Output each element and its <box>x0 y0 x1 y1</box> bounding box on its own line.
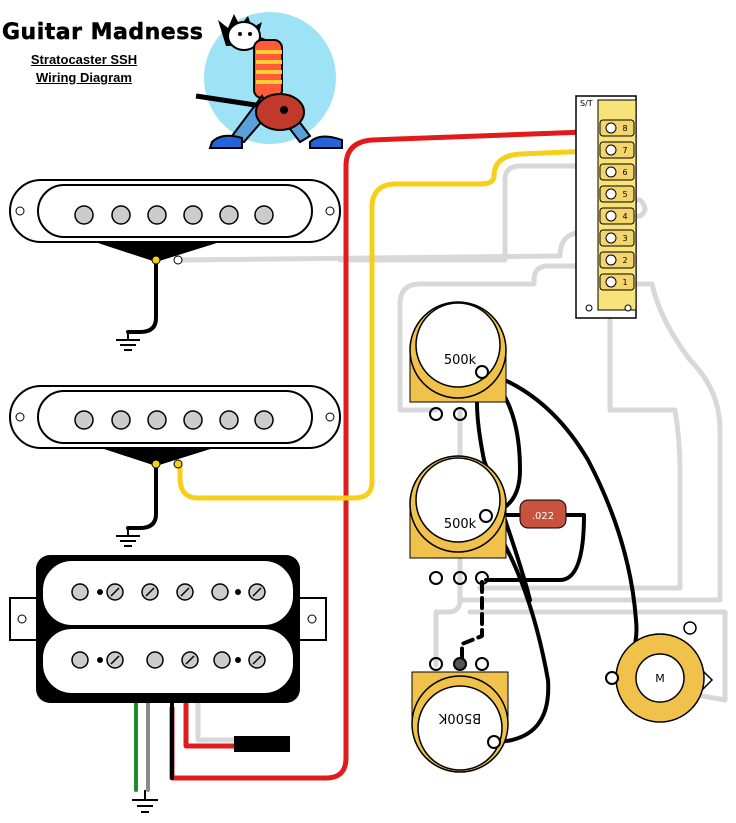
brand-logo-text: Guitar Madness <box>2 20 204 46</box>
pickup-middle <box>9 385 341 469</box>
switch-terminal-5 <box>599 185 635 203</box>
shoe-right <box>309 135 343 149</box>
tone-pot: 500k <box>409 455 507 585</box>
guitarist-mascot-illustration <box>195 12 343 149</box>
pickup-humbucker <box>9 555 327 703</box>
switch-terminal-6 <box>599 163 635 181</box>
ground-symbols <box>116 332 158 813</box>
switch-terminal-label: 7 <box>622 146 627 155</box>
switch-terminal-label: 6 <box>622 168 627 177</box>
shoe-left <box>208 134 243 149</box>
switch-lug-2 <box>605 254 617 266</box>
ground-symbol-humbucker <box>132 790 158 813</box>
switch-lug-6 <box>605 166 617 178</box>
diagram-subtitle: Wiring Diagram <box>36 70 132 85</box>
five-way-switch: S/T 8 7 6 5 4 3 2 1 <box>575 95 637 319</box>
white-wires <box>175 163 728 743</box>
ground-symbol-neck <box>116 332 140 351</box>
diagram-title: Stratocaster SSH <box>30 52 138 67</box>
capacitor: .022 <box>519 499 567 529</box>
switch-lug-4 <box>605 210 617 222</box>
switch-lug-8 <box>605 122 617 134</box>
switch-terminal-8 <box>599 119 635 137</box>
tone-pot-value: 500k <box>444 517 477 532</box>
switch-terminal-7 <box>599 141 635 159</box>
striped-shirt <box>253 39 283 99</box>
switch-lug-7 <box>605 144 617 156</box>
guitar-neck <box>195 93 263 109</box>
switch-terminals: 8 7 6 5 4 3 2 1 <box>599 119 635 291</box>
blend-pot: B500K <box>411 657 509 773</box>
switch-terminal-3 <box>599 229 635 247</box>
switch-terminal-label: 1 <box>622 278 627 287</box>
switch-terminal-4 <box>599 207 635 225</box>
humbucker-leads <box>134 700 150 792</box>
jack-label: M <box>655 672 665 685</box>
ground-symbol-middle <box>116 528 140 547</box>
switch-lug-5 <box>605 188 617 200</box>
switch-terminal-label: 8 <box>622 124 627 133</box>
tape-insulator <box>234 736 290 752</box>
blend-pot-value: B500K <box>438 710 481 725</box>
switch-terminal-label: 4 <box>622 212 627 221</box>
output-jack: M <box>605 621 714 723</box>
switch-terminal-label: 3 <box>622 234 627 243</box>
switch-terminal-1 <box>599 273 635 291</box>
switch-terminal-2 <box>599 251 635 269</box>
guitar-body <box>255 93 305 131</box>
black-wires <box>126 260 639 780</box>
capacitor-value: .022 <box>532 511 554 522</box>
switch-lug-3 <box>605 232 617 244</box>
switch-lug-1 <box>605 276 617 288</box>
pickup-neck <box>9 179 341 265</box>
face <box>227 21 261 51</box>
header: Guitar Madness Stratocaster SSH Wiring D… <box>0 0 203 100</box>
yellow-wires <box>177 147 618 501</box>
volume-pot-value: 500k <box>444 353 477 368</box>
switch-label: S/T <box>580 99 593 108</box>
volume-pot: 500k <box>409 301 507 421</box>
switch-terminal-label: 5 <box>622 190 627 199</box>
switch-terminal-label: 2 <box>622 256 627 265</box>
